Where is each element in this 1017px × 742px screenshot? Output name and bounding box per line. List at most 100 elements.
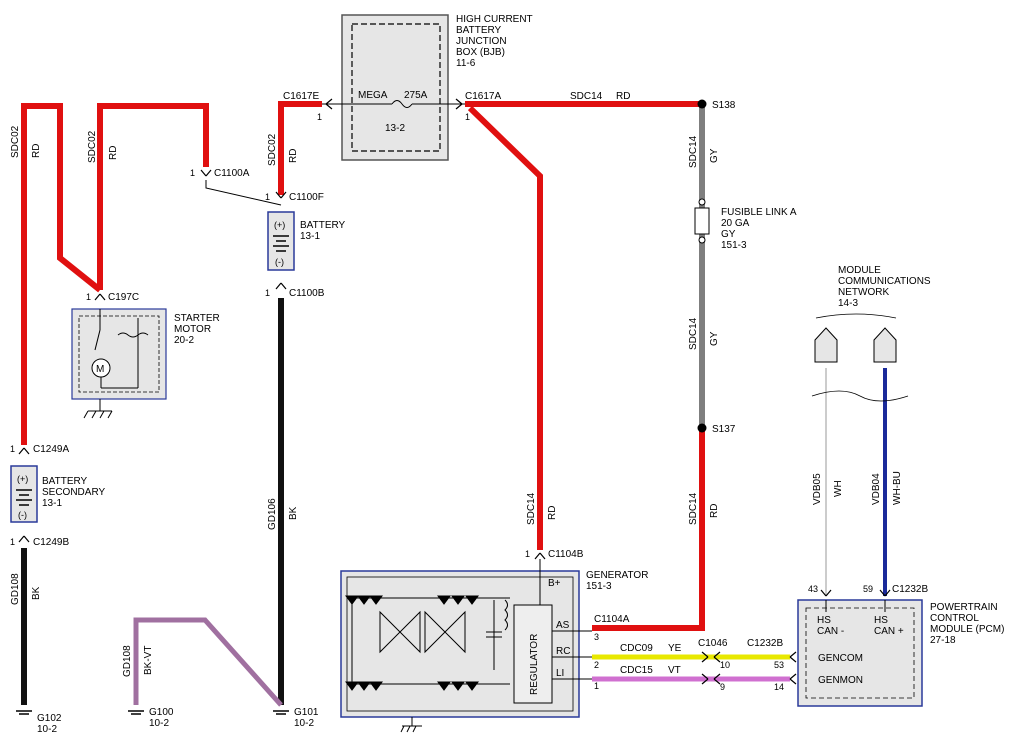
splice-s137 — [697, 423, 707, 433]
pin-label: 3 — [594, 632, 599, 642]
battery-minus: (-) — [275, 257, 284, 267]
gen-li: LI — [556, 668, 564, 679]
pin-label: 1 — [525, 549, 530, 559]
fusible-link-size: 20 GA — [721, 218, 750, 229]
conn-c197c: C197C — [108, 292, 139, 303]
wire-label-sdc14-gy1: SDC14 — [688, 135, 699, 168]
pin-label: 1 — [265, 288, 270, 298]
arrow-icon — [820, 589, 832, 597]
pcm-module: HS CAN - HS CAN + GENCOM GENMON POWERTRA… — [797, 599, 1004, 707]
conn-c1100b: C1100B — [289, 288, 325, 299]
wire-label-gd108-a: GD108 — [10, 573, 21, 605]
battery-plus: (+) — [274, 220, 285, 230]
ground-g101-label: G101 — [294, 707, 319, 718]
ground-g101: G101 10-2 — [273, 707, 319, 729]
bjb-amp: 275A — [404, 90, 428, 101]
ground-g100-label: G100 — [149, 707, 174, 718]
arrow-icon — [534, 552, 546, 560]
battery-secondary-minus: (-) — [18, 510, 27, 520]
arrow-icon — [455, 98, 463, 110]
bjb-title-4: BOX (BJB) — [456, 47, 505, 58]
bjb-ref: 11-6 — [456, 58, 476, 69]
conn-c1104b: C1104B — [548, 549, 584, 560]
wire-label-sdc14-gy2: SDC14 — [688, 317, 699, 350]
arrow-icon — [701, 651, 721, 663]
starter-name: STARTER — [174, 313, 220, 324]
wire-label-cdc09: CDC09 — [620, 643, 653, 654]
battery-junction-box: MEGA 275A 13-2 HIGH CURRENT BATTERY JUNC… — [322, 14, 533, 161]
fusible-link: FUSIBLE LINK A 20 GA GY 151-3 — [694, 198, 797, 251]
fusible-link-name: FUSIBLE LINK A — [721, 207, 797, 218]
pcm-hs-2: HS — [874, 615, 888, 626]
pcm-gencom: GENCOM — [818, 653, 863, 664]
wire-label-cdc15: CDC15 — [620, 665, 653, 676]
wire-label-sdc02-c: SDC02 — [267, 133, 278, 166]
gen-bplus: B+ — [548, 578, 561, 589]
ground-g100: G100 10-2 — [128, 707, 174, 729]
arrow-icon — [18, 535, 30, 543]
ground-g100-ref: 10-2 — [149, 718, 169, 729]
starter-name-2: MOTOR — [174, 324, 211, 335]
conn-c1100a: C1100A — [214, 168, 250, 179]
conn-c1104a: C1104A — [594, 614, 630, 625]
network-ref: 14-3 — [838, 298, 858, 309]
wire-label-rd-as: RD — [709, 504, 720, 518]
conn-c1232b: C1232B — [747, 638, 783, 649]
bjb-title-3: JUNCTION — [456, 36, 507, 47]
conn-c1617a: C1617A — [465, 91, 501, 102]
arrow-icon — [275, 282, 287, 290]
pcm-title-2: CONTROL — [930, 613, 979, 624]
arrow-icon — [200, 169, 212, 177]
wire-label-wh: WH — [833, 480, 844, 497]
battery-secondary-name: BATTERY — [42, 476, 88, 487]
bjb-mega: MEGA — [358, 90, 388, 101]
gen-as: AS — [556, 620, 570, 631]
wire-label-bk-gd108: BK — [31, 586, 42, 600]
pin-label: 43 — [808, 584, 818, 594]
conn-c1046: C1046 — [698, 638, 728, 649]
battery-secondary-name-2: SECONDARY — [42, 487, 105, 498]
gen-name: GENERATOR — [586, 570, 648, 581]
bjb-num: 13-2 — [385, 123, 405, 134]
pin-label: 53 — [774, 660, 784, 670]
conn-c1232b-top: C1232B — [892, 584, 928, 595]
wire-label-vt: VT — [668, 665, 681, 676]
network-title-1: MODULE — [838, 265, 881, 276]
ground-g101-ref: 10-2 — [294, 718, 314, 729]
battery-name: BATTERY — [300, 220, 346, 231]
pin-label: 1 — [10, 537, 15, 547]
ground-g102: G102 10-2 — [16, 710, 62, 735]
battery-ref: 13-1 — [300, 231, 320, 242]
arrow-icon — [701, 673, 721, 685]
pin-label: 9 — [720, 682, 725, 692]
pin-label: 1 — [317, 112, 322, 122]
pin-label: 1 — [86, 292, 91, 302]
pin-label: 1 — [190, 168, 195, 178]
arrow-icon — [789, 651, 797, 663]
generator: REGULATOR B+ AS RC LI — [340, 559, 592, 718]
conn-c1100f: C1100F — [289, 192, 324, 203]
gen-rc: RC — [556, 646, 570, 657]
wire-gd108-bkvt — [133, 617, 283, 707]
pin-label: 1 — [465, 112, 470, 122]
arrow-icon — [325, 98, 333, 110]
wire-label-whbu: WH-BU — [892, 471, 903, 505]
ground-g102-ref: 10-2 — [37, 724, 57, 735]
pcm-can-plus: CAN + — [874, 626, 904, 637]
ground-icon — [400, 717, 422, 733]
pcm-hs-1: HS — [817, 615, 831, 626]
ground-icon — [83, 399, 113, 419]
gen-regulator: REGULATOR — [529, 634, 540, 695]
starter-motor: M STARTER MOTOR 20-2 — [71, 308, 220, 400]
can-network: MODULE COMMUNICATIONS NETWORK 14-3 — [811, 265, 931, 402]
battery-secondary-ref: 13-1 — [42, 498, 62, 509]
arrow-icon — [879, 589, 891, 597]
wire-sdc14-gen — [467, 105, 543, 550]
wire-label-sdc02-a: SDC02 — [10, 125, 21, 158]
wire-label-vdb04: VDB04 — [871, 473, 882, 505]
wire-sdc02-mid — [97, 103, 209, 290]
wire-sdc02-bat — [278, 101, 322, 195]
wire-label-gd106: GD106 — [267, 498, 278, 530]
wire-label-gy2: GY — [709, 331, 720, 346]
